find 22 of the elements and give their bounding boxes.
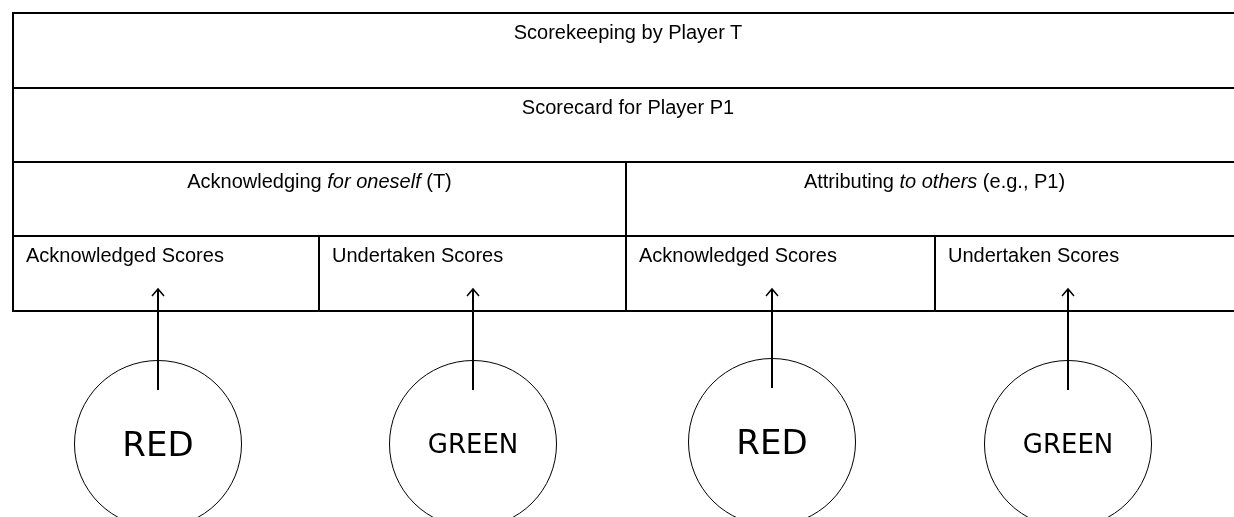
circle-label: RED (736, 422, 808, 462)
header-text: Acknowledged Scores (26, 243, 224, 268)
table-row-box (14, 87, 1234, 310)
table-cell (318, 235, 625, 310)
table-row-box (14, 161, 625, 310)
header-text: Attributing to others (e.g., P1) (802, 169, 1067, 194)
circle-label: RED (122, 424, 194, 464)
header-text: Undertaken Scores (332, 243, 504, 268)
arrow (466, 288, 480, 391)
table-cell (934, 235, 1234, 310)
header-text: Acknowledging for oneself (T) (186, 169, 453, 194)
header-text: Scorekeeping by Player T (512, 20, 744, 45)
circle-label: GREEN (1022, 428, 1114, 460)
table-row-box (625, 161, 1234, 310)
header-text: Undertaken Scores (948, 243, 1120, 268)
header-text: Scorecard for Player P1 (520, 95, 736, 120)
circle-label: GREEN (427, 428, 519, 460)
header-text: Acknowledged Scores (639, 243, 837, 268)
arrow (1061, 288, 1075, 391)
arrow (765, 288, 779, 389)
arrow (151, 288, 165, 391)
table-row-box (12, 12, 1234, 312)
